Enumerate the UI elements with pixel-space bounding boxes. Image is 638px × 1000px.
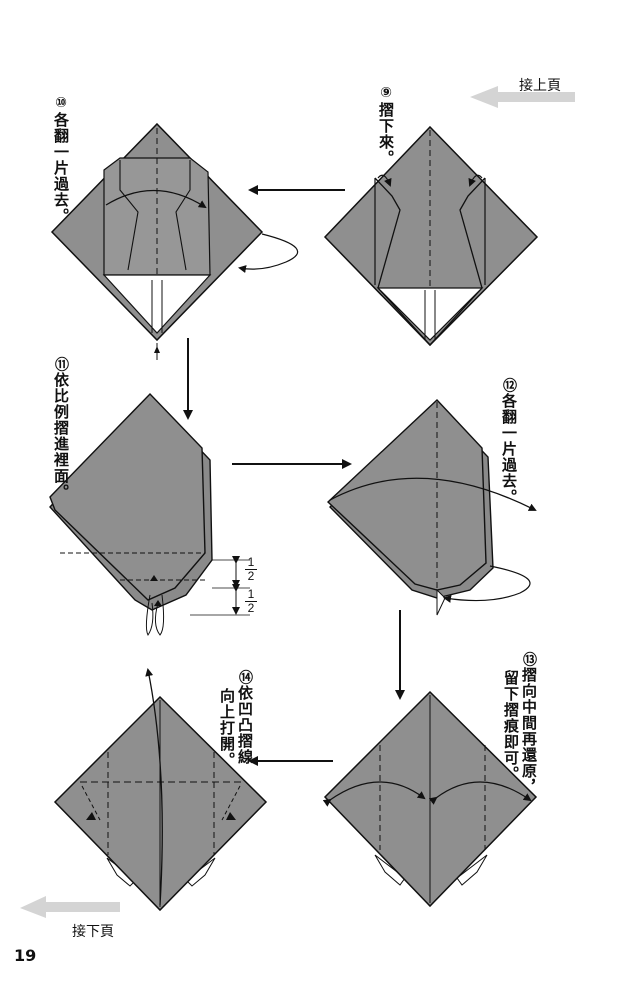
step-9-instruction: ⑨摺下來。	[377, 85, 395, 166]
step-13-line1: ⑬摺向中間再還原，	[520, 652, 538, 795]
next-page-arrow	[20, 896, 120, 918]
step-14-text-2: 向上打開。	[218, 688, 236, 768]
step-11-instruction: ⑪依比例摺進裡面。	[52, 357, 70, 500]
step-11-figure	[49, 392, 250, 636]
ratio-lower-numerator: 1	[247, 587, 255, 601]
step-10-text: 各翻一片過去。	[52, 112, 70, 224]
step-13-text-1: 摺向中間再還原，	[520, 667, 538, 795]
step-9-number: ⑨	[378, 85, 394, 102]
step-13-instruction: ⑬摺向中間再還原， 留下摺痕即可。	[502, 652, 538, 795]
step-14-line1: ⑭依凹凸摺線	[236, 670, 254, 765]
step-14-figure	[53, 668, 268, 912]
ratio-upper-numerator: 1	[247, 555, 255, 569]
step-11-text: 依比例摺進裡面。	[52, 372, 70, 500]
ratio-label-lower: 1 2	[244, 588, 258, 615]
step-12-text: 各翻一片過去。	[500, 393, 518, 505]
step-13-line2: 留下摺痕即可。	[502, 652, 520, 782]
step-12-instruction: ⑫各翻一片過去。	[500, 378, 518, 505]
ratio-upper-denominator: 2	[247, 569, 255, 583]
step-11-number: ⑪	[53, 357, 69, 372]
step-13-text-2: 留下摺痕即可。	[502, 670, 520, 782]
step-14-text-1: 依凹凸摺線	[236, 685, 254, 765]
continue-from-previous-page-label: 接上頁	[519, 78, 561, 94]
step-14-line2: 向上打開。	[218, 670, 236, 768]
step-14-number: ⑭	[237, 670, 253, 685]
step-14-instruction: ⑭依凹凸摺線 向上打開。	[218, 670, 254, 768]
step-10-figure	[50, 122, 299, 360]
continue-to-next-page-label: 接下頁	[72, 924, 114, 940]
ratio-label-upper: 1 2	[244, 556, 258, 583]
ratio-lower-denominator: 2	[247, 601, 255, 615]
page-number: 19	[14, 946, 37, 965]
prev-page-arrow	[470, 86, 575, 108]
step-10-instruction: ⑩各翻一片過去。	[52, 95, 70, 224]
step-9-figure	[323, 125, 539, 347]
step-10-number: ⑩	[53, 95, 69, 112]
step-13-number: ⑬	[521, 652, 537, 667]
step-13-figure	[322, 690, 538, 908]
step-9-text: 摺下來。	[377, 102, 395, 166]
step-12-number: ⑫	[501, 378, 517, 393]
step-12-figure	[326, 399, 537, 616]
